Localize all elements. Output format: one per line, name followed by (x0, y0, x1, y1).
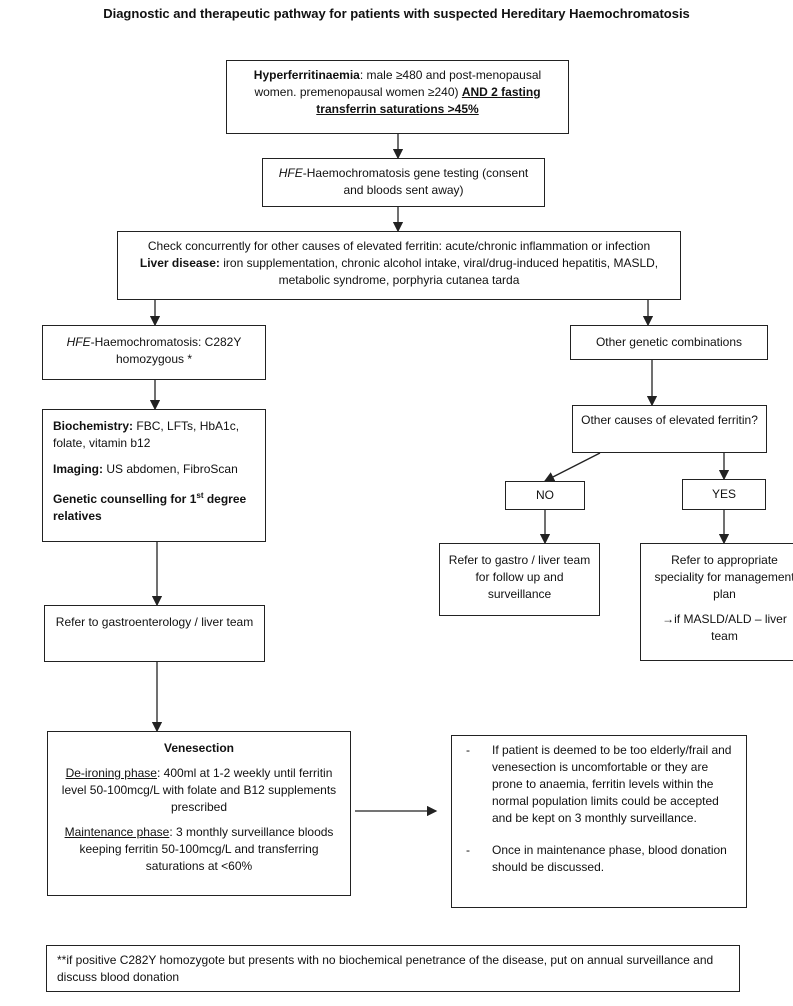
footnote-box: **if positive C282Y homozygote but prese… (46, 945, 740, 992)
masld-ald-note: →if MASLD/ALD – liver team (662, 612, 787, 643)
biochemistry-text: FBC, LFTs, HbA1c, folate, vitamin b12 (53, 419, 240, 450)
arrow-question-to-no (543, 452, 601, 482)
hfe-c282y-box: HFE-Haemochromatosis: C282Y homozygous * (42, 325, 266, 380)
maintenance-text: : 3 monthly surveillance bloods keeping … (79, 825, 334, 873)
deironing-text: : 400ml at 1-2 weekly until ferritin lev… (61, 766, 337, 814)
hyperferritinaemia-criteria: : male ≥480 and post-menopausal women. p… (254, 68, 542, 99)
hyperferritinaemia-box: Hyperferritinaemia: male ≥480 and post-m… (226, 60, 569, 134)
hfe-italic: HFE (278, 166, 303, 180)
workup-box: Biochemistry: FBC, LFTs, HbA1c, folate, … (42, 409, 266, 542)
deironing-label: De-ironing phase (65, 766, 157, 780)
footnote-text: **if positive C282Y homozygote but prese… (57, 953, 714, 984)
refer-gastroenterology-text: Refer to gastroenterology / liver team (55, 615, 254, 629)
refer-speciality-text: Refer to appropriate speciality for mana… (654, 553, 793, 601)
note-item-elderly: -If patient is deemed to be too elderly/… (466, 743, 732, 825)
gene-testing-text: -Haemochromatosis gene testing (consent … (302, 166, 529, 197)
note-item-blood-donation: -Once in maintenance phase, blood donati… (466, 843, 727, 874)
imaging-label: Imaging: (53, 462, 103, 476)
venesection-box: Venesection De-ironing phase: 400ml at 1… (47, 731, 351, 896)
no-box: NO (505, 481, 585, 510)
other-causes-check-box: Check concurrently for other causes of e… (117, 231, 681, 300)
other-genetic-text: Other genetic combinations (595, 335, 743, 349)
no-text: NO (536, 488, 554, 502)
refer-gastro-liver-text: Refer to gastro / liver team for follow … (448, 553, 591, 601)
hfe-c282y-italic: HFE (66, 335, 91, 349)
yes-text: YES (711, 487, 736, 501)
venesection-title: Venesection (163, 741, 235, 755)
refer-speciality-box: Refer to appropriate speciality for mana… (640, 543, 793, 661)
imaging-text: US abdomen, FibroScan (103, 462, 238, 476)
other-genetic-box: Other genetic combinations (570, 325, 768, 360)
refer-gastroenterology-box: Refer to gastroenterology / liver team (44, 605, 265, 662)
page-title: Diagnostic and therapeutic pathway for p… (103, 6, 690, 21)
transferrin-criteria: AND 2 fasting transferrin saturations >4… (316, 85, 541, 116)
refer-gastro-liver-box: Refer to gastro / liver team for follow … (439, 543, 600, 616)
elderly-frail-note-box: -If patient is deemed to be too elderly/… (451, 735, 747, 908)
genetic-counselling-text: Genetic counselling for 1st degree relat… (53, 491, 247, 523)
yes-box: YES (682, 479, 766, 510)
hfe-c282y-text: -Haemochromatosis: C282Y homozygous * (90, 335, 242, 366)
liver-disease-text: iron supplementation, chronic alcohol in… (219, 256, 659, 287)
hyperferritinaemia-label: Hyperferritinaemia (253, 68, 360, 82)
biochemistry-label: Biochemistry: (53, 419, 134, 433)
maintenance-label: Maintenance phase (64, 825, 170, 839)
other-causes-question-text: Other causes of elevated ferritin? (581, 413, 758, 427)
liver-disease-label: Liver disease: (139, 256, 220, 270)
check-line-1: Check concurrently for other causes of e… (147, 239, 651, 253)
other-causes-question-box: Other causes of elevated ferritin? (572, 405, 767, 453)
gene-testing-box: HFE-Haemochromatosis gene testing (conse… (262, 158, 545, 207)
